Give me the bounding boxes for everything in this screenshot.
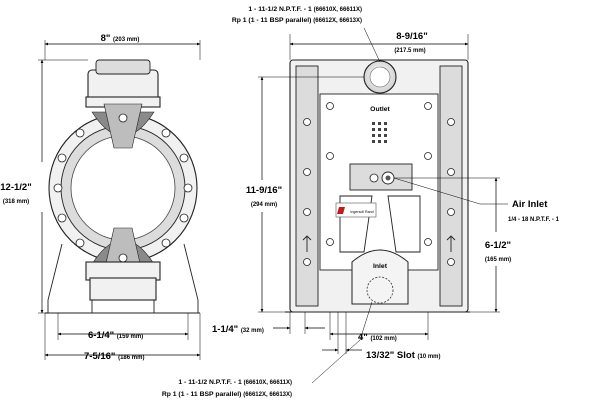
dim-11-9-16-metric: (294 mm) (251, 202, 277, 208)
labels: 1 - 11-1/2 N.P.T.F. - 1 (66610X, 66611X)… (0, 6, 559, 398)
dimension-lines (38, 27, 508, 384)
dim-6-1-4: 6-1/4" (159 mm) (88, 330, 143, 341)
inlet-label: Inlet (373, 263, 388, 270)
front-view (285, 59, 470, 313)
brand-plate (335, 202, 377, 218)
dim-12-1-2-metric: (318 mm) (3, 199, 29, 205)
brand-text: Ingersoll Rand (350, 210, 373, 214)
outlet-label: Outlet (370, 106, 390, 113)
dim-11-9-16: 11-9/16" (246, 185, 282, 196)
side-view-bolts (53, 113, 193, 263)
outlet-bsp: Rp 1 (1 - 11 BSP parallel) (66612X, 6661… (232, 17, 362, 24)
dim-4in: 4" (102 mm) (358, 332, 397, 343)
dim-1-1-4: 1-1/4" (32 mm) (212, 324, 264, 335)
dim-7-5-16: 7-5/16" (186 mm) (84, 351, 144, 362)
air-inlet-label: Air Inlet (512, 199, 548, 210)
dim-12-1-2: 12-1/2" (0, 182, 31, 193)
inlet-port (366, 276, 394, 304)
front-view-bolts (303, 102, 455, 266)
dim-8in: 8" (203 mm) (101, 33, 140, 44)
outlet-npt: 1 - 11-1/2 N.P.T.F. - 1 (66610X, 66611X) (248, 6, 362, 13)
dim-8-9-16-metric: (217.5 mm) (394, 48, 425, 54)
dim-8-9-16: 8-9/16" (396, 31, 427, 42)
air-inlet-spec: 1/4 - 18 N.P.T.F. - 1 (508, 217, 560, 223)
dim-6-1-2: 6-1/2" (485, 240, 511, 251)
inlet-bsp: Rp 1 (1 - 11 BSP parallel) (66612X, 6661… (162, 391, 292, 398)
inlet-npt: 1 - 11-1/2 N.P.T.F. - 1 (66610X, 66611X) (178, 379, 292, 386)
outlet-grid (372, 122, 387, 143)
side-view (45, 59, 200, 314)
dim-6-1-2-metric: (165 mm) (485, 257, 511, 263)
dim-slot: 13/32" Slot (10 mm) (366, 350, 441, 361)
